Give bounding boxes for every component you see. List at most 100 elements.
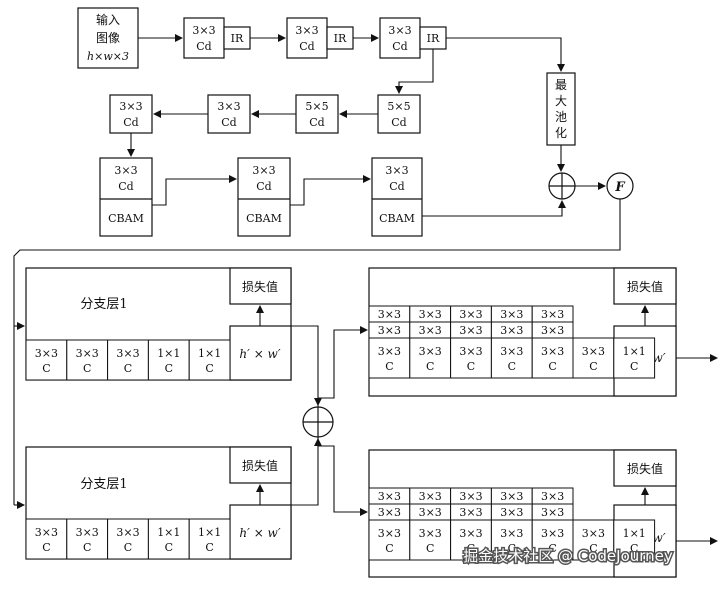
svg-text:C: C: [124, 362, 132, 375]
ir-block-1: IR: [223, 26, 251, 50]
svg-text:IR: IR: [334, 32, 347, 45]
svg-text:化: 化: [555, 126, 567, 140]
svg-text:3×3: 3×3: [35, 526, 58, 539]
svg-text:3×3: 3×3: [582, 345, 605, 358]
conv1x1-cell: 1×1C: [613, 519, 656, 561]
svg-text:Cd: Cd: [299, 40, 314, 53]
stacked-kernel-cell: 3×3: [450, 503, 492, 521]
stacked-kernel-cell: 3×3: [368, 305, 411, 323]
conv-block-5: 3×3 Cd: [109, 94, 153, 134]
max-pool-block: 最 大 池 化: [546, 72, 576, 146]
svg-text:h′ × w′: h′ × w′: [239, 347, 280, 361]
svg-text:3×3: 3×3: [500, 527, 523, 540]
stacked-kernel-cell: 3×3: [368, 321, 411, 339]
fusion-node: F: [606, 172, 634, 200]
svg-text:3×3: 3×3: [459, 490, 482, 503]
branch-layer-top: 分支层1 损失值 h′ × w′ 3×3C3×3C3×3C1×1C1×1C: [25, 267, 292, 381]
svg-text:3×3: 3×3: [116, 347, 139, 360]
svg-text:3×3: 3×3: [541, 527, 564, 540]
top-connectors: [13, 34, 621, 509]
conv3x3-cell: 3×3C: [490, 337, 533, 379]
svg-text:池: 池: [555, 110, 567, 124]
add-node-top: [548, 172, 576, 200]
svg-text:3×3: 3×3: [500, 308, 523, 321]
svg-text:3×3: 3×3: [378, 527, 401, 540]
conv3x3-cell: 3×3C: [107, 339, 149, 381]
branch-layer-bottom: 分支层1 损失值 h′ × w′ 3×3C3×3C3×3C1×1C1×1C: [25, 446, 292, 560]
svg-text:3×3: 3×3: [419, 324, 442, 337]
conv3x3-cell: 3×3C: [531, 337, 574, 379]
svg-text:h′ × w′: h′ × w′: [239, 526, 280, 540]
svg-text:CBAM: CBAM: [379, 212, 415, 225]
output-panel-bottom: 损失值 h′ × w′ 3×33×33×33×33×33×33×33×33×33…: [368, 449, 718, 578]
svg-text:3×3: 3×3: [541, 345, 564, 358]
stacked-kernel-cell: 3×3: [409, 487, 452, 505]
stacked-kernel-cell: 3×3: [450, 321, 492, 339]
svg-text:Cd: Cd: [221, 116, 236, 129]
ir-block-2: IR: [326, 26, 354, 50]
conv1x1-cell: 1×1C: [613, 337, 656, 379]
conv1x1-cell: 1×1C: [147, 518, 190, 560]
svg-text:3×3: 3×3: [217, 100, 240, 113]
svg-text:3×3: 3×3: [459, 527, 482, 540]
svg-text:C: C: [42, 362, 50, 375]
svg-text:3×3: 3×3: [500, 324, 523, 337]
svg-text:3×3: 3×3: [76, 347, 99, 360]
svg-text:Cd: Cd: [309, 116, 324, 129]
svg-text:3×3: 3×3: [252, 164, 275, 177]
stacked-kernel-cell: 3×3: [531, 305, 574, 323]
conv3x3-cell: 3×3C: [572, 519, 615, 561]
svg-text:1×1: 1×1: [198, 347, 221, 360]
svg-text:C: C: [630, 360, 638, 373]
stacked-kernel-cell: 3×3: [368, 487, 411, 505]
svg-text:损失值: 损失值: [242, 458, 278, 473]
svg-text:1×1: 1×1: [157, 347, 180, 360]
stacked-kernel-cell: 3×3: [490, 321, 533, 339]
svg-text:Cd: Cd: [256, 180, 271, 193]
svg-text:大: 大: [555, 94, 567, 108]
conv3x3-cell: 3×3C: [107, 518, 149, 560]
stacked-kernel-cell: 3×3: [490, 487, 533, 505]
svg-text:C: C: [508, 542, 516, 555]
svg-text:分支层1: 分支层1: [80, 477, 127, 492]
svg-text:C: C: [385, 542, 393, 555]
middle-connectors: [291, 325, 368, 516]
svg-text:3×3: 3×3: [388, 24, 411, 37]
stacked-kernel-cell: 3×3: [409, 503, 452, 521]
svg-text:3×3: 3×3: [500, 490, 523, 503]
svg-text:3×3: 3×3: [419, 345, 442, 358]
svg-text:3×3: 3×3: [541, 324, 564, 337]
svg-text:Cd: Cd: [391, 116, 406, 129]
svg-text:CBAM: CBAM: [108, 212, 144, 225]
svg-text:F: F: [614, 180, 625, 195]
svg-text:3×3: 3×3: [419, 527, 442, 540]
stacked-kernel-cell: 3×3: [490, 305, 533, 323]
svg-text:3×3: 3×3: [459, 345, 482, 358]
conv3x3-cell: 3×3C: [409, 337, 452, 379]
svg-text:C: C: [83, 362, 91, 375]
conv3x3-cell: 3×3C: [572, 337, 615, 379]
svg-text:3×3: 3×3: [459, 324, 482, 337]
svg-text:C: C: [385, 360, 393, 373]
svg-text:C: C: [467, 360, 475, 373]
svg-text:3×3: 3×3: [385, 164, 408, 177]
conv-block-3: 3×3 Cd: [379, 17, 421, 59]
stacked-kernel-cell: 3×3: [409, 321, 452, 339]
svg-text:C: C: [548, 360, 556, 373]
conv3x3-cell: 3×3C: [368, 519, 411, 561]
svg-text:3×3: 3×3: [76, 526, 99, 539]
svg-text:1×1: 1×1: [623, 527, 646, 540]
stacked-kernel-cell: 3×3: [531, 487, 574, 505]
svg-text:C: C: [426, 542, 434, 555]
svg-text:IR: IR: [231, 32, 244, 45]
conv3x3-cell: 3×3C: [66, 518, 109, 560]
branch-bottom-conv-row: 3×3C3×3C3×3C1×1C1×1C: [25, 518, 231, 560]
svg-text:分支层1: 分支层1: [80, 297, 127, 312]
svg-text:3×3: 3×3: [192, 24, 215, 37]
svg-text:3×3: 3×3: [459, 308, 482, 321]
svg-text:IR: IR: [427, 32, 440, 45]
svg-text:3×3: 3×3: [419, 506, 442, 519]
conv3x3-cell: 3×3C: [409, 519, 452, 561]
stacked-kernel-cell: 3×3: [450, 305, 492, 323]
